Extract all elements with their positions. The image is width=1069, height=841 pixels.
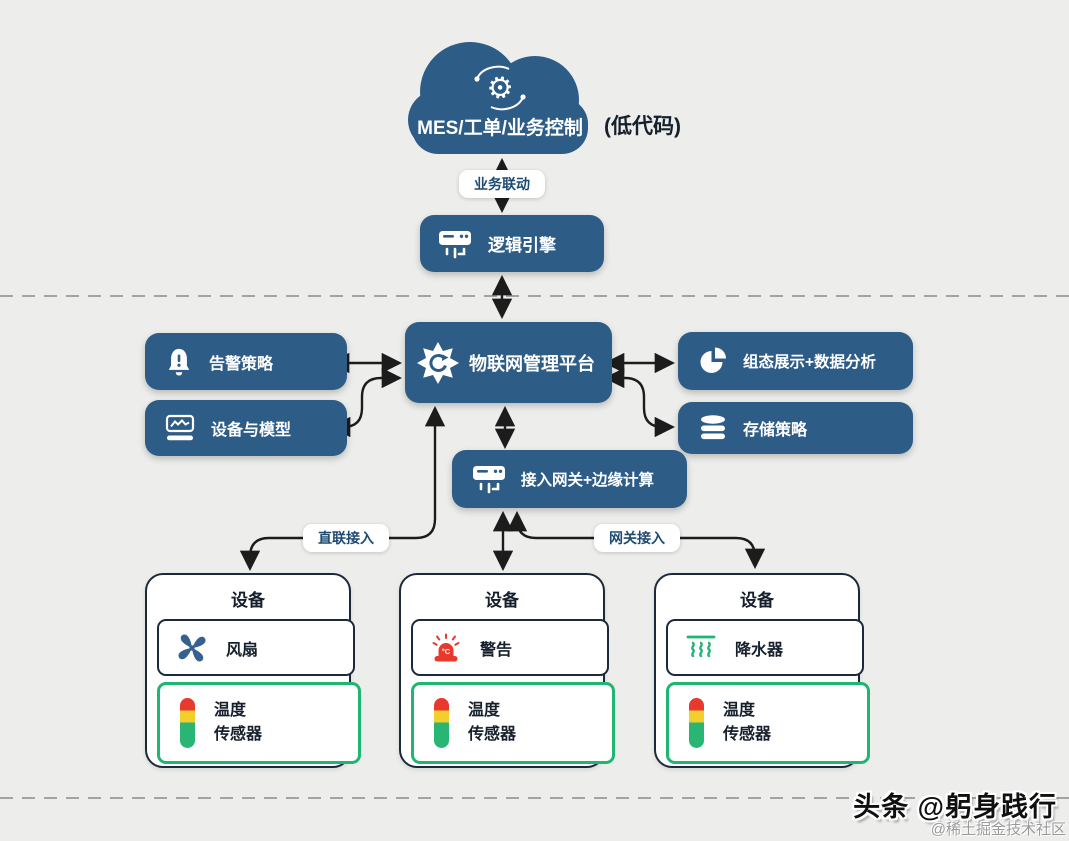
- component-label: 降水器: [735, 641, 784, 659]
- node-label: 接入网关+边缘计算: [521, 472, 655, 489]
- sensor-box: 温度 传感器: [157, 682, 361, 764]
- component-box: °C 警告: [411, 619, 609, 676]
- device-model-icon: [165, 414, 195, 441]
- device-title: 设备: [231, 591, 265, 610]
- cloud-mes: ⚙ MES/工单/业务控制: [400, 34, 600, 164]
- pie-chart-icon: [700, 347, 726, 373]
- node-logic-engine: 逻辑引擎: [420, 215, 604, 272]
- node-label: 逻辑引擎: [488, 236, 556, 255]
- sensor-label: 温度 传感器: [214, 702, 263, 743]
- watermark-primary: 头条 @躬身践行: [853, 792, 1057, 822]
- device-card-alarm: 设备 °C 警告 温度 传感器: [399, 573, 615, 768]
- lowcode-note: (低代码): [604, 115, 681, 138]
- device-card-sprinkler: 设备 降水器 温度 传感器: [654, 573, 870, 768]
- business-link-pill: 业务联动: [459, 170, 545, 198]
- node-label: 存储策略: [743, 422, 808, 439]
- temperature-sensor-bar-icon: [434, 698, 449, 748]
- cloud-label: MES/工单/业务控制: [417, 116, 583, 139]
- node-label: 物联网管理平台: [469, 353, 595, 374]
- alert-bell-icon: [168, 348, 190, 376]
- temperature-sensor-bar-icon: [689, 698, 704, 748]
- gateway-access-pill: 网关接入: [594, 524, 680, 552]
- node-alert-policy: 告警策略: [145, 333, 347, 390]
- direct-access-pill: 直联接入: [303, 524, 389, 552]
- watermark-secondary: @稀土掘金技术社区: [930, 821, 1066, 838]
- dashed-separator-lines: [0, 295, 1069, 799]
- node-label: 告警策略: [209, 355, 274, 373]
- device-title: 设备: [740, 591, 774, 610]
- database-icon: [701, 415, 725, 440]
- alarm-siren-icon: °C: [432, 633, 460, 661]
- device-card-fan: 设备 风扇 温度 传感器: [145, 573, 361, 768]
- steam-icon: [686, 635, 716, 657]
- sensor-box: 温度 传感器: [666, 682, 870, 764]
- gear-burst-icon: [417, 341, 459, 384]
- svg-text:°C: °C: [442, 647, 451, 656]
- node-iot-platform: 物联网管理平台: [405, 322, 612, 403]
- node-edge-gateway: 接入网关+边缘计算: [452, 450, 687, 508]
- sensor-box: 温度 传感器: [411, 682, 615, 764]
- sensor-label: 温度 传感器: [723, 702, 772, 743]
- gateway-unit-icon: [439, 230, 471, 258]
- node-label: 组态展示+数据分析: [743, 354, 877, 371]
- node-scada-analysis: 组态展示+数据分析: [678, 332, 913, 390]
- device-title: 设备: [485, 591, 519, 610]
- component-box: 降水器: [666, 619, 864, 676]
- fan-icon: [178, 634, 206, 661]
- node-device-model: 设备与模型: [145, 400, 347, 456]
- component-label: 风扇: [226, 641, 259, 659]
- temperature-sensor-bar-icon: [180, 698, 195, 748]
- node-storage-policy: 存储策略: [678, 402, 913, 454]
- component-label: 警告: [480, 641, 513, 659]
- sensor-label: 温度 传感器: [468, 702, 517, 743]
- node-label: 设备与模型: [211, 422, 292, 439]
- gateway-unit-icon: [473, 466, 505, 494]
- component-box: 风扇: [157, 619, 355, 676]
